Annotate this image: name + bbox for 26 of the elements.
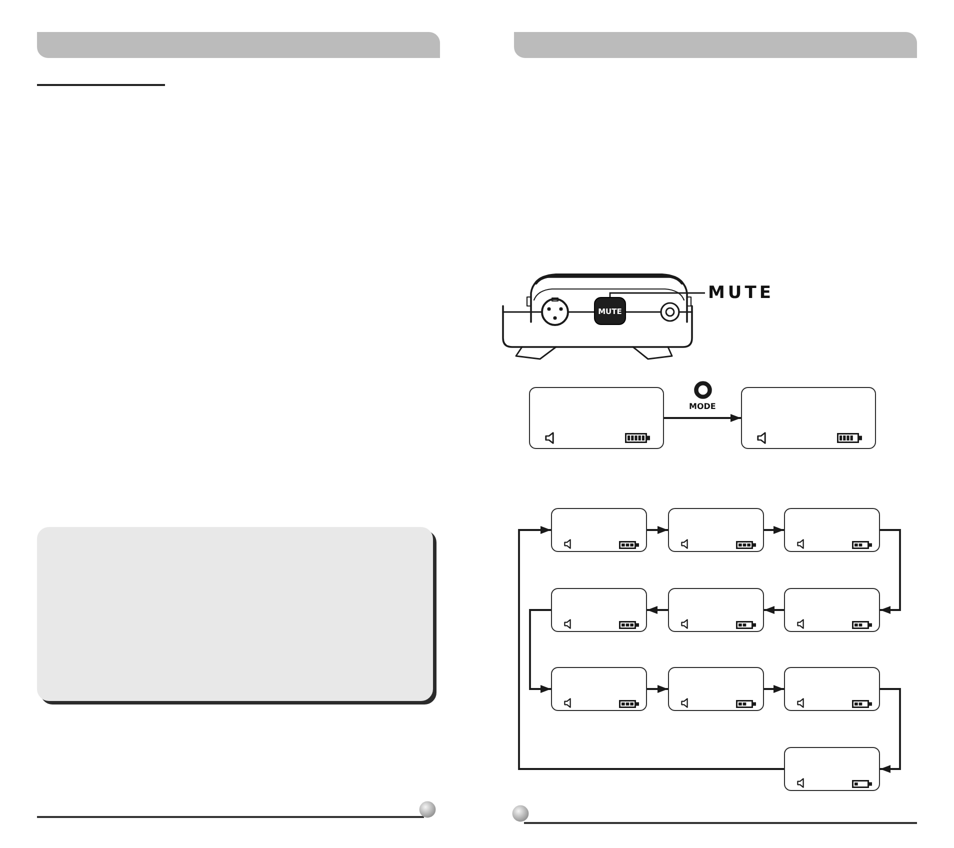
lcd-screen bbox=[529, 387, 664, 449]
lcd-screen bbox=[551, 667, 647, 711]
arrow bbox=[764, 606, 784, 614]
arrow bbox=[529, 609, 551, 693]
arrow bbox=[518, 526, 784, 770]
arrow bbox=[764, 526, 784, 534]
lcd-screen bbox=[668, 588, 764, 632]
lcd-screen bbox=[668, 667, 764, 711]
arrow bbox=[647, 526, 668, 534]
lcd-screen bbox=[668, 508, 764, 552]
lcd-screen bbox=[551, 508, 647, 552]
lcd-screen bbox=[784, 588, 880, 632]
arrow bbox=[764, 685, 784, 693]
arrow bbox=[647, 685, 668, 693]
lcd-screen bbox=[551, 588, 647, 632]
leader-line bbox=[609, 292, 705, 297]
lcd-screen bbox=[784, 508, 880, 552]
callout-label: MUTE bbox=[705, 283, 774, 303]
arrow bbox=[664, 414, 741, 422]
lcd-screen bbox=[784, 667, 880, 711]
arrow bbox=[647, 606, 668, 614]
arrow bbox=[880, 688, 901, 773]
lcd-screen bbox=[741, 387, 876, 449]
arrow bbox=[880, 529, 901, 614]
lcd-screen bbox=[784, 747, 880, 791]
edge-label: MODE bbox=[688, 402, 717, 411]
